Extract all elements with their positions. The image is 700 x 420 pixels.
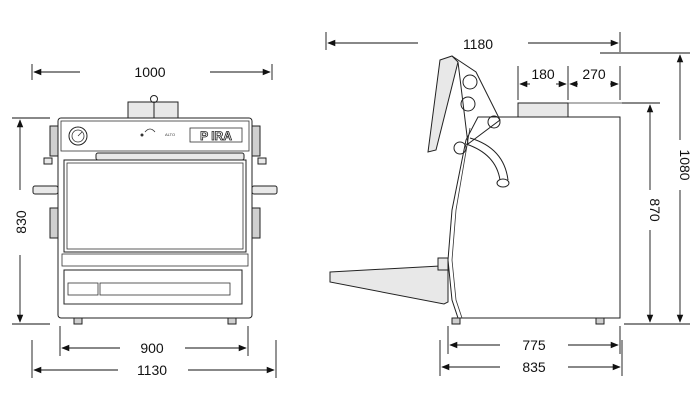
left-hinge: [49, 125, 59, 157]
dim-bottom-outer: 1130: [31, 340, 277, 378]
dim-total-depth: 1180: [325, 32, 621, 52]
dim-label-body-height: 870: [647, 198, 663, 222]
chimney-knob: [150, 95, 158, 103]
dim-label-bottom-outer: 1130: [137, 362, 167, 378]
chimney: [127, 101, 179, 119]
dim-label-bottom-inner: 900: [140, 340, 164, 356]
oven-body: [57, 117, 253, 319]
side-rear-foot: [595, 317, 605, 325]
thermometer-gauge-icon: [68, 126, 88, 146]
draft-knob-icon: [144, 128, 156, 133]
dim-label-base-depth: 835: [522, 359, 546, 375]
open-door-lid: [427, 55, 510, 188]
dim-body-height: 870: [622, 102, 663, 323]
oven-door: [63, 159, 247, 253]
dim-label-total-depth: 1180: [463, 36, 493, 52]
dim-bottom-inner: 900: [59, 326, 249, 356]
right-side-handle: [251, 185, 278, 195]
side-chimney: [517, 102, 569, 118]
dim-top-width: 1000: [31, 64, 273, 80]
right-foot: [227, 317, 237, 325]
side-view: 1180 180 270: [325, 32, 693, 376]
top-panel: [60, 120, 250, 152]
brand-logo: P IRA: [200, 129, 232, 143]
left-side-handle: [32, 185, 59, 195]
hinge-pivot-icon: [487, 115, 501, 129]
door-handle: [95, 152, 245, 161]
dim-base-depth: 835: [439, 340, 623, 376]
side-body: [447, 116, 621, 319]
dim-total-height: 1080: [600, 52, 693, 325]
dim-body-depth: 775: [447, 326, 621, 354]
dim-chimney: 180 270: [517, 66, 621, 100]
ash-drawer: [63, 269, 243, 305]
left-foot: [73, 317, 83, 325]
dim-label-total-height: 1080: [677, 149, 693, 180]
front-shelf: [329, 265, 449, 305]
right-hinge: [251, 125, 261, 157]
dim-label-chimney-width: 180: [531, 66, 555, 82]
dim-label-body-depth: 775: [522, 337, 546, 353]
dim-label-height: 830: [13, 210, 29, 234]
dim-label-chimney-offset: 270: [582, 66, 606, 82]
dim-height: 830: [12, 117, 50, 325]
knob-text: ALTO: [165, 132, 175, 137]
dim-label-top-width: 1000: [134, 64, 165, 80]
side-front-foot: [451, 317, 461, 325]
front-view: 1000 830 ALTO P IRA: [12, 64, 278, 378]
